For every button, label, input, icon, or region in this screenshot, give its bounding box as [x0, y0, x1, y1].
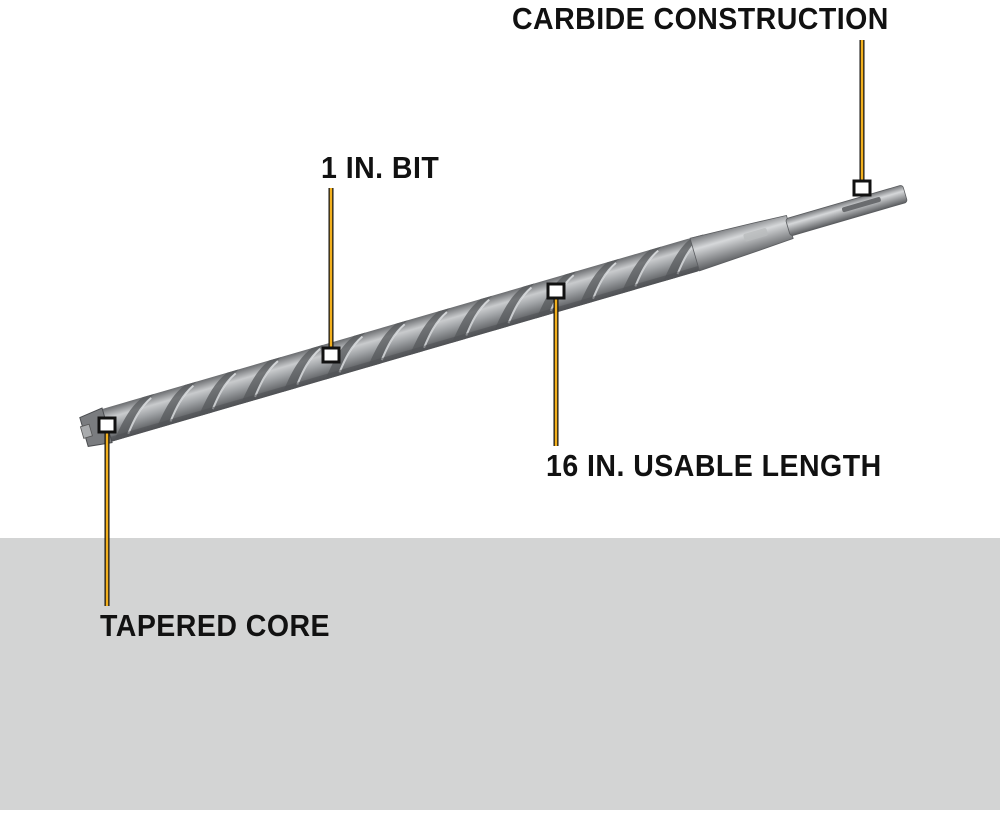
bit-flute-groove: [367, 320, 408, 368]
callout-label-carbide-construction: CARBIDE CONSTRUCTION: [512, 1, 889, 36]
bit-flute-highlight: [634, 249, 659, 287]
callout-label-tapered-core: TAPERED CORE: [100, 608, 331, 643]
bit-flute-groove: [451, 295, 493, 343]
callout-marker-bit: [321, 346, 341, 364]
bit-tip-plate: [79, 423, 93, 439]
bit-flute-highlight: [507, 286, 533, 324]
bit-flute-groove: [198, 369, 239, 417]
bit-shank-slot: [841, 197, 881, 213]
bit-flute-highlight: [380, 323, 406, 361]
callout-label-usable-length: 16 IN. USABLE LENGTH: [546, 448, 882, 483]
bit-flute-highlight: [423, 311, 448, 349]
bit-collar: [689, 214, 794, 272]
bit-flute-highlight: [296, 348, 321, 386]
callout-marker-core: [97, 416, 117, 434]
bit-flute-groove: [409, 307, 450, 356]
bit-flute-highlight: [254, 360, 279, 398]
background-top: [0, 0, 1000, 538]
callout-marker-carbide: [852, 179, 872, 197]
bit-flute-groove: [620, 246, 662, 294]
bit-flute-groove: [282, 344, 324, 392]
bit-flute-highlight: [592, 262, 617, 300]
bit-flute-groove: [324, 332, 366, 380]
bit-collar-marking: [743, 228, 768, 242]
background-bottom: [0, 538, 1000, 810]
bit-flute-highlight: [465, 298, 490, 336]
bit-flute-groove: [493, 283, 535, 331]
bit-flute-groove: [113, 393, 155, 442]
bit-edge-shade: [106, 265, 702, 443]
bit-flute-highlight: [127, 397, 152, 435]
callout-marker-length: [546, 282, 566, 300]
bit-flute-highlight: [169, 384, 195, 422]
bit-flute-groove: [240, 357, 281, 405]
callouts-layer: [97, 40, 872, 606]
bit-flute-highlight: [338, 335, 364, 373]
bit-flute-groove: [155, 381, 197, 429]
bit-flute-groove: [662, 234, 704, 282]
bit-flutes: [113, 234, 704, 442]
bit-flute-groove: [578, 258, 619, 307]
callout-label-bit-size: 1 IN. BIT: [321, 150, 440, 185]
bit-flute-highlight: [211, 372, 237, 410]
